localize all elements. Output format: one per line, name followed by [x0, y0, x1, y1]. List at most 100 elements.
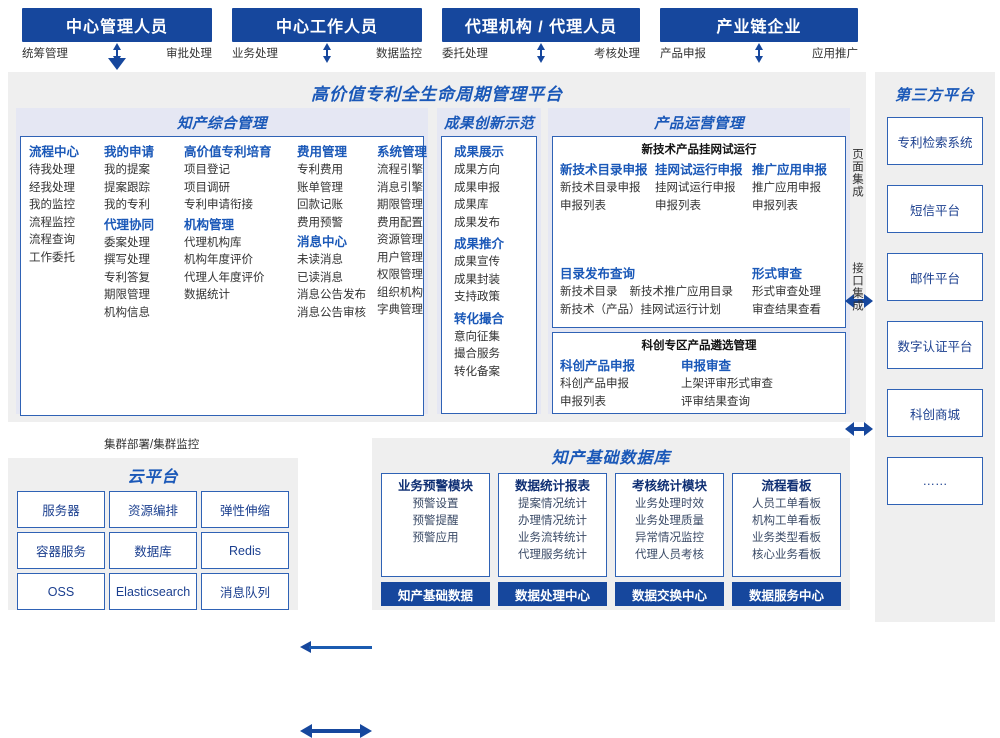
- col-item[interactable]: 数据统计: [184, 289, 230, 301]
- col-item[interactable]: 新技术目录: [560, 286, 618, 298]
- col-item[interactable]: 专利申请衔接: [184, 199, 253, 211]
- cloud-cell-server[interactable]: 服务器: [17, 491, 105, 528]
- col-item[interactable]: 申报列表: [752, 199, 798, 212]
- db-foot[interactable]: 知产基础数据: [381, 582, 490, 606]
- db-card-item[interactable]: 代理服务统计: [518, 549, 587, 561]
- role-title-2[interactable]: 代理机构 / 代理人员: [442, 8, 640, 42]
- col-item[interactable]: 审查结果查看: [752, 303, 821, 316]
- cloud-cell-oss[interactable]: OSS: [17, 573, 105, 610]
- col-item[interactable]: 消息引擎: [377, 181, 423, 194]
- col-head[interactable]: 消息中心: [297, 235, 348, 249]
- db-card-item[interactable]: 业务处理质量: [635, 515, 704, 527]
- col-item[interactable]: 项目登记: [184, 164, 230, 176]
- col-item[interactable]: 推广应用申报: [752, 182, 821, 194]
- db-card-item[interactable]: 办理情况统计: [518, 515, 587, 527]
- col-item[interactable]: 成果发布: [454, 216, 500, 229]
- col-item[interactable]: 申报列表: [560, 395, 606, 408]
- db-card-item[interactable]: 业务类型看板: [752, 532, 821, 544]
- col-item[interactable]: 资源管理: [377, 234, 423, 246]
- col-item[interactable]: 流程监控: [29, 216, 75, 229]
- col-item[interactable]: 委案处理: [104, 236, 150, 249]
- col-item[interactable]: 已读消息: [297, 271, 343, 284]
- col-head[interactable]: 转化撮合: [454, 311, 505, 326]
- col-item[interactable]: 工作委托: [29, 251, 75, 264]
- role-title-3[interactable]: 产业链企业: [660, 8, 858, 42]
- col-item[interactable]: 上架评审形式审查: [681, 378, 773, 390]
- third-party-item-4[interactable]: 科创商城: [887, 389, 983, 437]
- col-head[interactable]: 高价值专利培育: [184, 145, 272, 159]
- col-item[interactable]: 组织机构: [377, 286, 423, 299]
- col-item[interactable]: 未读消息: [297, 254, 343, 266]
- col-item[interactable]: 字典管理: [377, 304, 423, 316]
- col-item[interactable]: 专利费用: [297, 164, 343, 176]
- db-card-item[interactable]: 异常情况监控: [635, 532, 704, 544]
- db-card-item[interactable]: 提案情况统计: [518, 498, 587, 510]
- col-item[interactable]: 专利答复: [104, 271, 150, 284]
- col-item[interactable]: 权限管理: [377, 269, 423, 281]
- col-head[interactable]: 费用管理: [297, 145, 348, 159]
- col-item[interactable]: 我的提案: [104, 164, 150, 176]
- col-item[interactable]: 新技术推广应用目录: [629, 286, 734, 298]
- db-foot[interactable]: 数据服务中心: [732, 582, 841, 606]
- third-party-item-3[interactable]: 数字认证平台: [887, 321, 983, 369]
- cloud-cell-redis[interactable]: Redis: [201, 532, 289, 569]
- cloud-cell-autoscaling[interactable]: 弹性伸缩: [201, 491, 289, 528]
- col-head[interactable]: 申报审查: [681, 359, 732, 373]
- col-item[interactable]: 流程引擎: [377, 164, 423, 176]
- role-title-0[interactable]: 中心管理人员: [22, 8, 212, 42]
- col-item[interactable]: 挂网试运行申报: [655, 182, 736, 194]
- cloud-cell-orchestration[interactable]: 资源编排: [109, 491, 197, 528]
- col-item[interactable]: 支持政策: [454, 291, 500, 303]
- col-item[interactable]: 用户管理: [377, 251, 423, 264]
- col-head[interactable]: 流程中心: [29, 145, 80, 159]
- col-item[interactable]: 新技术（产品）挂网试运行计划: [560, 303, 721, 316]
- third-party-item-5[interactable]: ……: [887, 457, 983, 505]
- col-item[interactable]: 待我处理: [29, 164, 75, 176]
- db-card-item[interactable]: 核心业务看板: [752, 549, 821, 561]
- col-item[interactable]: 科创产品申报: [560, 378, 629, 390]
- db-card-item[interactable]: 预警提醒: [412, 515, 459, 527]
- col-item[interactable]: 费用配置: [377, 216, 423, 229]
- col-head[interactable]: 挂网试运行申报: [655, 163, 743, 177]
- col-head[interactable]: 我的申请: [104, 145, 155, 159]
- col-item[interactable]: 期限管理: [377, 199, 423, 211]
- third-party-item-2[interactable]: 邮件平台: [887, 253, 983, 301]
- db-card-item[interactable]: 预警设置: [412, 498, 459, 510]
- col-item[interactable]: 申报列表: [655, 199, 701, 212]
- col-item[interactable]: 形式审查处理: [752, 286, 821, 298]
- cloud-cell-elasticsearch[interactable]: Elasticsearch: [109, 573, 197, 610]
- col-item[interactable]: 成果申报: [454, 181, 500, 194]
- col-item[interactable]: 撮合服务: [454, 348, 500, 360]
- col-item[interactable]: 成果方向: [454, 164, 500, 176]
- col-head[interactable]: 系统管理: [377, 145, 428, 159]
- col-item[interactable]: 撰写处理: [104, 254, 150, 266]
- col-item[interactable]: 代理机构库: [184, 236, 242, 249]
- col-item[interactable]: 账单管理: [297, 181, 343, 194]
- db-foot[interactable]: 数据交换中心: [615, 582, 724, 606]
- col-head[interactable]: 成果展示: [454, 145, 505, 159]
- col-item[interactable]: 意向征集: [454, 330, 500, 343]
- col-item[interactable]: 机构信息: [104, 306, 150, 319]
- col-item[interactable]: 我的专利: [104, 199, 150, 211]
- col-item[interactable]: 新技术目录申报: [560, 182, 641, 194]
- col-head[interactable]: 成果推介: [454, 237, 505, 251]
- db-card-item[interactable]: 代理人员考核: [635, 549, 704, 561]
- db-card-item[interactable]: 机构工单看板: [752, 515, 821, 527]
- db-card-item[interactable]: 预警应用: [412, 532, 459, 544]
- col-item[interactable]: 评审结果查询: [681, 395, 750, 408]
- db-card-item[interactable]: 人员工单看板: [752, 498, 821, 510]
- col-head[interactable]: 科创产品申报: [560, 359, 636, 373]
- db-card-item[interactable]: 业务流转统计: [518, 532, 587, 544]
- col-item[interactable]: 成果封装: [454, 273, 500, 286]
- col-item[interactable]: 机构年度评价: [184, 254, 253, 266]
- col-head[interactable]: 机构管理: [184, 217, 235, 232]
- col-item[interactable]: 成果宣传: [454, 256, 500, 268]
- db-foot[interactable]: 数据处理中心: [498, 582, 607, 606]
- col-item[interactable]: 消息公告审核: [297, 306, 366, 319]
- col-item[interactable]: 提案跟踪: [104, 181, 150, 194]
- col-item[interactable]: 回款记账: [297, 199, 343, 211]
- third-party-item-0[interactable]: 专利检索系统: [887, 117, 983, 165]
- cloud-cell-database[interactable]: 数据库: [109, 532, 197, 569]
- col-item[interactable]: 项目调研: [184, 181, 230, 194]
- cloud-cell-mq[interactable]: 消息队列: [201, 573, 289, 610]
